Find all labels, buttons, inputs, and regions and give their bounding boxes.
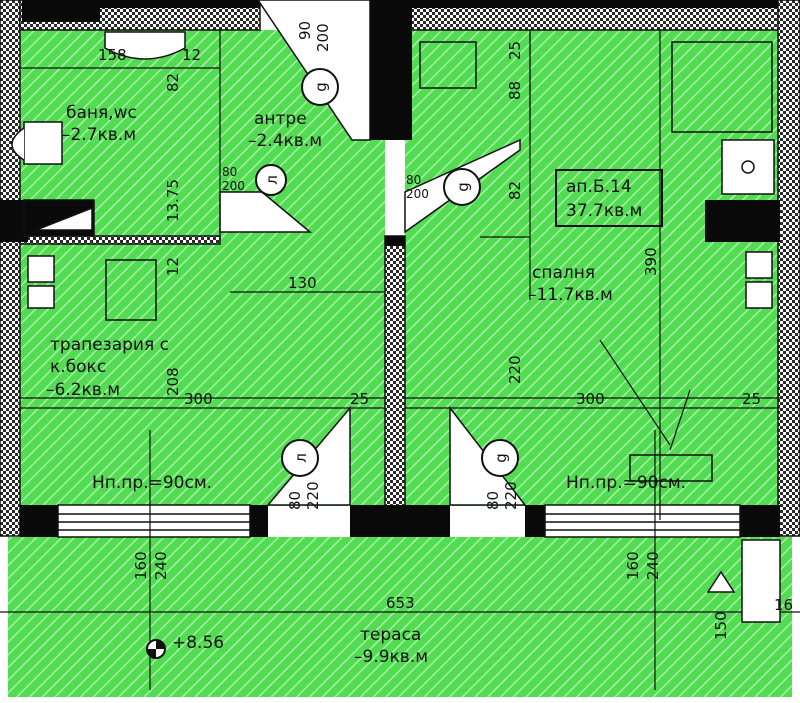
balcony-wall-left <box>20 505 58 537</box>
dim-terrace-653: 653 <box>386 594 415 612</box>
fixtures <box>11 31 781 623</box>
windows <box>57 504 741 538</box>
dim-bed-220: 220 <box>506 355 524 384</box>
dim-bal-door-l-h: 220 <box>304 481 322 510</box>
bedroom-area: –11.7кв.м <box>528 285 613 305</box>
dim-dining-300: 300 <box>184 390 213 408</box>
dim-entry-h: 200 <box>314 23 332 52</box>
terrace-area: –9.9кв.м <box>354 647 428 667</box>
dim-bed-door-w: 80 <box>406 173 421 187</box>
dim-hall-130: 130 <box>288 274 317 292</box>
dim-bed-82: 82 <box>506 181 524 200</box>
balcony-wall-mid <box>350 505 450 537</box>
dim-win-r-240: 240 <box>644 551 662 580</box>
dim-bath-375: 13.75 <box>164 179 182 222</box>
dim-bed-390: 390 <box>642 247 660 276</box>
door-marker-balcony-right-text: g <box>492 453 510 463</box>
dim-terrace-16: 16 <box>774 596 793 614</box>
column-top-mid <box>370 0 412 140</box>
apartment-area: 37.7кв.м <box>566 201 642 221</box>
dining-name-line1: трапезария с <box>50 335 169 355</box>
dim-closet-25: 25 <box>506 41 524 60</box>
toilet <box>23 121 63 165</box>
door-marker-hall-text: л <box>263 175 281 185</box>
door-marker-balcony-right <box>481 439 519 477</box>
sill-left: Нп.пр.=90см. <box>92 473 212 493</box>
north-arrow <box>706 570 736 593</box>
balcony-wall-right <box>740 505 780 537</box>
kitchen-sink <box>105 259 157 321</box>
dimensions: 90 200 80 200 80 200 158 12 82 13.75 12 … <box>98 21 793 640</box>
dim-bath-12: 12 <box>182 46 201 64</box>
dim-bal-door-l-w: 80 <box>286 491 304 510</box>
wall-strip-top-left <box>100 0 260 8</box>
hall-name: антре <box>254 109 307 129</box>
wall-accents <box>0 0 780 537</box>
dim-bal-door-r-w: 80 <box>484 491 502 510</box>
terrace-name: тераса <box>360 625 421 645</box>
balcony-wall-mid-r <box>525 505 545 537</box>
sink-counter <box>27 255 55 283</box>
dining-area: –6.2кв.м <box>46 380 120 400</box>
dim-bal-door-r-h: 220 <box>502 481 520 510</box>
wall-strip-top-right <box>412 0 778 8</box>
sill-right: Нп.пр.=90см. <box>566 473 686 493</box>
partition-bath <box>19 235 221 245</box>
dim-terrace-150: 150 <box>712 611 730 640</box>
dim-bed-300: 300 <box>576 390 605 408</box>
window-left <box>57 504 251 538</box>
door-markers: g л g л g <box>255 68 519 477</box>
door-marker-balcony-left-text: л <box>292 453 310 463</box>
dim-bath-width: 158 <box>98 46 127 64</box>
dim-closet-88: 88 <box>506 81 524 100</box>
door-marker-entry-text: g <box>312 82 330 92</box>
window-right <box>544 504 741 538</box>
column-left-top <box>22 0 100 22</box>
column-right <box>705 200 780 242</box>
door-marker-balcony-left <box>281 439 319 477</box>
dim-bed-door-h: 200 <box>406 187 429 201</box>
dim-hall-door-w: 80 <box>222 165 237 179</box>
dim-dining-25: 25 <box>350 390 369 408</box>
level-elevation: +8.56 <box>172 633 224 653</box>
terrace-floor <box>8 537 792 697</box>
dim-bath-82: 82 <box>164 73 182 92</box>
dim-kitchen-12: 12 <box>164 257 182 276</box>
dim-entry-w: 90 <box>296 21 314 40</box>
door-marker-entry <box>301 68 339 106</box>
bathroom-area: –2.7кв.м <box>62 125 136 145</box>
dim-win-r-160: 160 <box>624 551 642 580</box>
apartment-id: ап.Б.14 <box>566 177 632 197</box>
wardrobe <box>419 41 477 89</box>
balcony-wall-mid-l <box>250 505 268 537</box>
dim-dining-208: 208 <box>164 367 182 396</box>
room-labels: баня,wc –2.7кв.м антре –2.4кв.м трапезар… <box>46 103 642 667</box>
level-marker: +8.56 <box>146 633 224 659</box>
outer-wall-left <box>0 0 21 537</box>
dim-hall-door-h: 200 <box>222 179 245 193</box>
dim-bed-25: 25 <box>742 390 761 408</box>
apartment-box <box>555 169 663 227</box>
outer-wall-right <box>777 0 800 537</box>
dining-floor <box>20 242 385 408</box>
bedroom-name: спалня <box>532 263 595 283</box>
sill-labels: Нп.пр.=90см. Нп.пр.=90см. <box>92 473 686 493</box>
dim-win-l-240: 240 <box>152 551 170 580</box>
door-marker-hall <box>255 164 287 196</box>
ac-unit <box>741 539 781 623</box>
desk <box>629 454 713 482</box>
interior-lines <box>0 30 800 690</box>
dining-name-line2: к.бокс <box>50 357 106 377</box>
dim-win-l-160: 160 <box>132 551 150 580</box>
bed <box>671 41 773 133</box>
partition-center <box>384 235 406 537</box>
bathroom-name: баня,wc <box>66 103 137 123</box>
door-marker-bedroom-text: g <box>454 182 472 192</box>
column-mid <box>385 236 405 246</box>
washbasin <box>104 31 186 60</box>
radiator-right <box>745 251 773 279</box>
hall-area: –2.4кв.м <box>248 131 322 151</box>
door-marker-bedroom <box>443 168 481 206</box>
